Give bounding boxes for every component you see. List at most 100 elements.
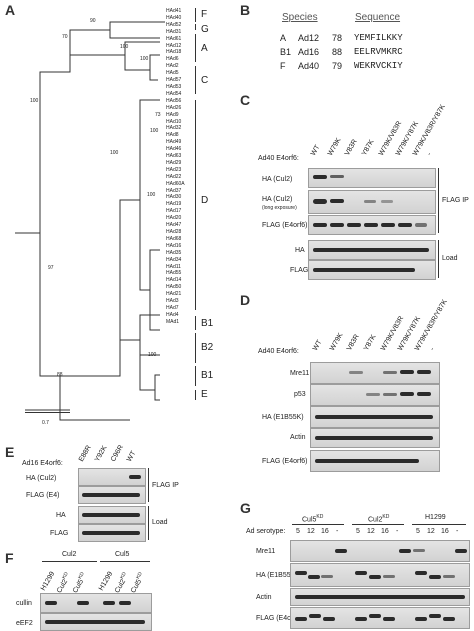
lane-label: W79K (326, 136, 343, 157)
blot-strip (308, 240, 436, 260)
taxon-label: HAd26 (166, 104, 182, 111)
position-cell: 88 (332, 47, 343, 57)
construct-label: Ad40 E4orf6: (258, 348, 299, 355)
panel-e-label: E (5, 444, 15, 460)
taxon-label: HAd19 (166, 201, 182, 208)
alignment-row: A Ad12 78 YEMFILKKY (280, 31, 403, 45)
lane-label: Cul2KD (55, 571, 70, 595)
sequence-cell: YEMFILKKY (354, 33, 403, 43)
panel-b-label: B (240, 2, 251, 18)
taxon-label: HAd16 (166, 242, 182, 249)
clade-cell: A (280, 33, 287, 43)
phylogenetic-tree (15, 21, 165, 421)
bootstrap-value: 73 (155, 112, 161, 118)
blot-strip (40, 613, 152, 631)
taxon-label: HAd68 (166, 235, 182, 242)
lane-label: Cul2KD (113, 571, 128, 595)
bootstrap-value: 70 (62, 34, 68, 40)
taxon-label: HAd57 (166, 77, 182, 84)
taxon-label: HAd2 (166, 63, 179, 70)
position-cell: 79 (332, 61, 343, 71)
blot-strip (310, 362, 440, 384)
taxon-label: HAd20 (166, 215, 182, 222)
clade-label: F (201, 9, 208, 20)
group-label: Load (152, 519, 168, 526)
taxon-label: HAd37 (166, 187, 182, 194)
clade-label: D (201, 195, 209, 206)
group-label: H1299 (425, 514, 446, 521)
blot-strip (310, 406, 440, 428)
clade-bracket (195, 366, 196, 386)
taxon-label: HAd41 (166, 8, 182, 14)
clade-bracket (195, 66, 196, 94)
lane-label: Cul5KD (129, 571, 144, 595)
blot-strip (310, 450, 440, 472)
row-label: FLAG (E4orf6) (262, 458, 308, 465)
lane-label: - (425, 151, 434, 157)
group-label: Cul2 (62, 551, 77, 558)
row-label: FLAG (E4) (26, 492, 60, 499)
row-label: HA (295, 247, 305, 254)
sequence-cell: WEKRVCKIY (354, 61, 403, 71)
blot-strip (290, 563, 470, 587)
group-line (42, 561, 97, 562)
taxon-label: HAd21 (166, 291, 182, 298)
lane-label: Y87K (362, 333, 378, 352)
taxon-label: HAd9 (166, 111, 179, 118)
taxon-label: HAd29 (166, 159, 182, 166)
bootstrap-value: 100 (148, 352, 157, 358)
taxon-label: HAd53 (166, 83, 182, 90)
taxon-label: HAd3 (166, 298, 179, 305)
position-cell: 78 (332, 33, 343, 43)
taxon-label: HAd7 (166, 304, 179, 311)
taxa-list: HAd41 HAd40 HAd52 HAd31 HAd61 HAd12 HAd1… (166, 8, 192, 326)
lane-label: 5 (296, 528, 300, 535)
blot-strip (308, 260, 436, 280)
blot-strip (78, 524, 146, 542)
sequence-header: Sequence (355, 12, 401, 23)
taxon-label: HAd55 (166, 270, 182, 277)
bootstrap-value: 100 (110, 150, 119, 156)
taxon-label: HAd49 (166, 139, 182, 146)
clade-label: B1 (201, 370, 214, 381)
group-line (100, 561, 150, 562)
sequence-cell: EELRVMKRC (354, 47, 403, 57)
taxon-label: HAd52 (166, 21, 182, 28)
lane-label: - (428, 346, 437, 352)
taxon-label: HAd8 (166, 132, 179, 139)
construct-label: Ad40 E4orf6: (258, 155, 299, 162)
clade-bracket (195, 8, 196, 22)
blot-strip (78, 468, 146, 486)
bootstrap-value: 88 (57, 372, 63, 378)
group-bracket (438, 240, 439, 278)
clade-bracket (195, 390, 196, 400)
scale-bar (25, 412, 70, 413)
clade-label: G (201, 24, 209, 35)
bootstrap-value: 97 (48, 265, 54, 271)
clade-label: A (201, 43, 208, 54)
lane-label: 16 (441, 528, 449, 535)
row-label: FLAG (E4orf6) (256, 615, 302, 622)
lane-label: V83R (343, 138, 359, 157)
species-cell: Ad40 (298, 61, 320, 71)
lane-label: 12 (307, 528, 315, 535)
taxon-label: MAd1 (166, 318, 180, 325)
species-cell: Ad12 (298, 33, 320, 43)
taxon-label: HAd23 (166, 166, 182, 173)
taxon-label: HAd47 (166, 222, 182, 229)
clade-cell: B1 (280, 47, 292, 57)
taxon-label: HAd18 (166, 49, 182, 56)
row-label: HA (Cul2) (26, 475, 57, 482)
bootstrap-value: 100 (30, 98, 39, 104)
scale-bar-label: 0.7 (42, 420, 49, 426)
clade-label: C (201, 75, 209, 86)
lane-label: WT (125, 450, 138, 463)
lane-label: WT (311, 339, 324, 352)
group-label: Cul5KD (302, 514, 324, 524)
lane-label: V83R (345, 333, 361, 352)
row-label: Mre11 (256, 548, 276, 555)
lane-label: W79K (328, 331, 345, 352)
group-line (292, 524, 344, 525)
clade-bracket (195, 24, 196, 30)
species-cell: Ad16 (298, 47, 320, 57)
